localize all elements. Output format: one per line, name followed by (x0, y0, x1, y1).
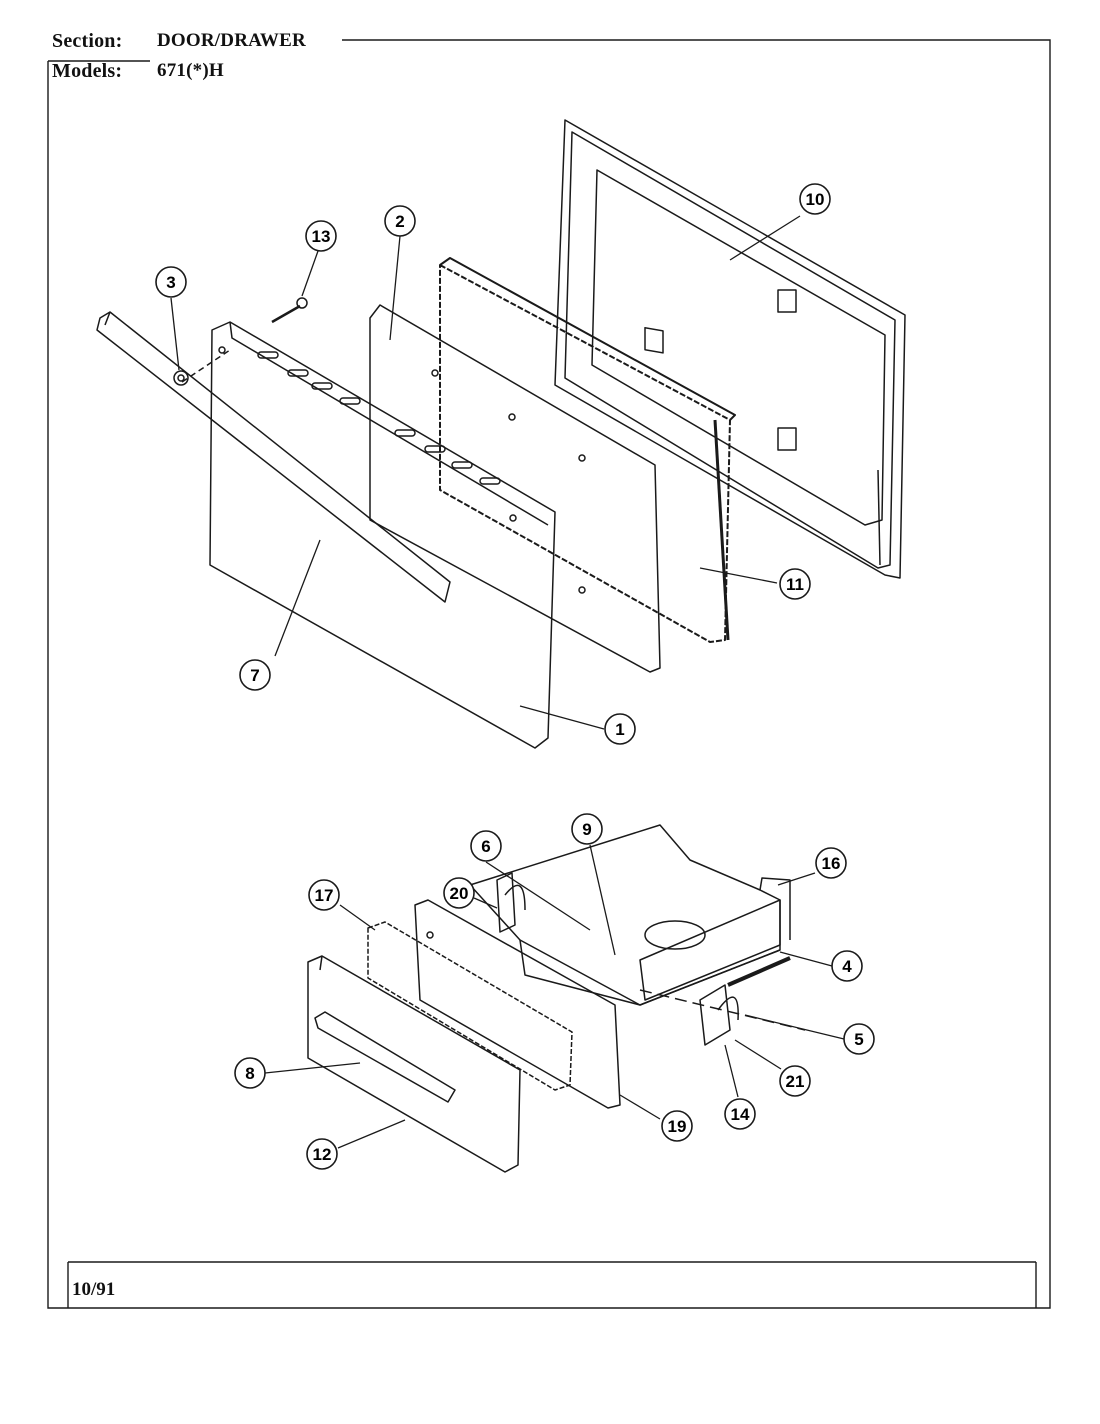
washer-hole (177, 374, 185, 382)
callout-11: 11 (779, 568, 811, 600)
callout-17: 17 (308, 879, 340, 911)
models-label: Models: (52, 60, 123, 82)
outer-border (47, 39, 1051, 1309)
door-handle-part (96, 311, 451, 603)
section-value: DOOR/DRAWER (157, 30, 306, 51)
drawer-front-part (307, 955, 521, 1173)
callout-3: 3 (155, 266, 187, 298)
callout-7: 7 (239, 659, 271, 691)
rod-axis (639, 989, 806, 1031)
callout-14: 14 (724, 1098, 756, 1130)
callout-12: 12 (306, 1138, 338, 1170)
callout-number: 6 (481, 837, 490, 856)
callout-number: 4 (842, 957, 852, 976)
side-bracket-part (699, 984, 739, 1046)
callout-5: 5 (843, 1023, 875, 1055)
callout-16: 16 (815, 847, 847, 879)
callout-9: 9 (571, 813, 603, 845)
drawer-body-part (469, 824, 791, 1006)
callout-10: 10 (799, 183, 831, 215)
callout-number: 19 (668, 1117, 687, 1136)
callout-number: 16 (822, 854, 841, 873)
callout-20: 20 (443, 877, 475, 909)
callout-number: 10 (806, 190, 825, 209)
callout-13: 13 (305, 220, 337, 252)
callout-number: 21 (786, 1072, 805, 1091)
callout-number: 12 (313, 1145, 332, 1164)
callout-4: 4 (831, 950, 863, 982)
section-label: Section: (52, 30, 123, 52)
page-frame (47, 39, 1051, 1309)
callout-number: 20 (450, 884, 469, 903)
callout-number: 11 (786, 575, 804, 594)
rear-bracket-part (496, 872, 526, 933)
callout-8: 8 (234, 1057, 266, 1089)
callout-number: 9 (582, 820, 591, 839)
callout-number: 3 (166, 273, 175, 292)
callout-19: 19 (661, 1110, 693, 1142)
leader-lines (170, 215, 845, 1149)
callout-number: 2 (395, 212, 404, 231)
callout-number: 8 (245, 1064, 254, 1083)
callout-number: 14 (731, 1105, 750, 1124)
drawer-handle-part (314, 1011, 456, 1103)
callout-1: 1 (604, 713, 636, 745)
revision-date: 10/91 (72, 1279, 116, 1300)
callout-number: 1 (615, 720, 624, 739)
drawer-insulation-part (367, 921, 573, 1091)
door-liner-part (554, 119, 906, 579)
door-outer-panel-part (209, 321, 556, 749)
models-value: 671(*)H (157, 60, 224, 81)
callout-6: 6 (470, 830, 502, 862)
callout-number: 17 (315, 886, 334, 905)
callout-21: 21 (779, 1065, 811, 1097)
callout-2: 2 (384, 205, 416, 237)
door-inner-panel-part (369, 304, 661, 673)
washer-part (173, 370, 189, 386)
callout-number: 5 (854, 1030, 863, 1049)
washer-axis (181, 349, 231, 383)
drawer-inner-panel-part (414, 899, 621, 1109)
callout-number: 7 (250, 666, 259, 685)
drawer-rod-part (727, 956, 791, 987)
screw-part (271, 297, 308, 324)
callout-number: 13 (312, 227, 331, 246)
insulation-part (439, 257, 736, 643)
